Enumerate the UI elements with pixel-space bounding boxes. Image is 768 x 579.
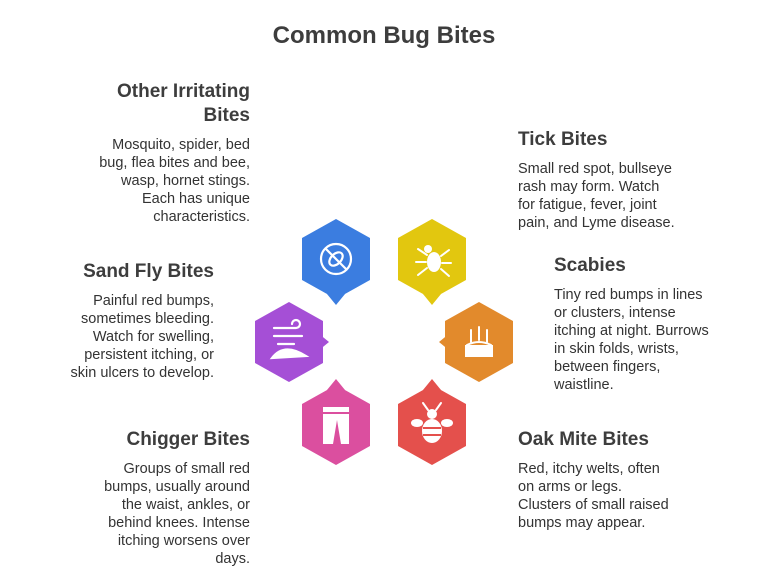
- heading-sand-fly-bites: Sand Fly Bites: [83, 261, 214, 282]
- hex-shape-sand-fly-bites: [255, 302, 323, 382]
- hex-pointer-sand-fly-bites: [318, 333, 329, 351]
- tick-icon: [415, 245, 452, 277]
- text-block-scabies: Scabies Tiny red bumps in lines or clust…: [554, 254, 754, 394]
- hex-pointer-scabies: [439, 333, 450, 351]
- description-oak-mite-bites: Red, itchy welts, often on arms or legs.…: [518, 461, 669, 531]
- heading-oak-mite-bites: Oak Mite Bites: [518, 429, 649, 450]
- description-sand-fly-bites: Painful red bumps, sometimes bleeding. W…: [70, 293, 214, 381]
- description-other-bites: Mosquito, spider, bed bug, flea bites an…: [99, 137, 250, 225]
- sand-wind-icon: [269, 318, 310, 360]
- text-block-other-bites: Other Irritating Bites Mosquito, spider,…: [30, 80, 250, 226]
- no-bug-icon: [319, 242, 353, 276]
- description-scabies: Tiny red bumps in lines or clusters, int…: [554, 287, 709, 393]
- heading-other-bites: Other Irritating Bites: [116, 81, 250, 126]
- hex-chigger-bites: [302, 379, 370, 465]
- text-block-tick-bites: Tick Bites Small red spot, bullseye rash…: [518, 128, 748, 232]
- hex-pointer-oak-mite-bites: [423, 379, 441, 390]
- text-block-sand-fly-bites: Sand Fly Bites Painful red bumps, someti…: [4, 260, 214, 382]
- description-tick-bites: Small red spot, bullseye rash may form. …: [518, 161, 675, 231]
- heading-tick-bites: Tick Bites: [518, 129, 608, 150]
- description-chigger-bites: Groups of small red bumps, usually aroun…: [104, 461, 250, 567]
- bee-stripes: [423, 427, 441, 436]
- pants-icon: [323, 407, 349, 444]
- hex-oak-mite-bites: [398, 379, 466, 465]
- page-title: Common Bug Bites: [272, 22, 496, 49]
- bee-icon: [411, 402, 453, 443]
- heading-scabies: Scabies: [554, 255, 626, 276]
- heading-chigger-bites: Chigger Bites: [126, 429, 250, 450]
- hex-other-bites: [302, 219, 370, 305]
- hex-pointer-chigger-bites: [327, 379, 345, 390]
- skin-icon: [465, 326, 493, 357]
- hex-pointer-other-bites: [327, 294, 345, 305]
- hex-sand-fly-bites: [255, 302, 329, 382]
- hex-tick-bites: [398, 219, 466, 305]
- hex-pointer-tick-bites: [423, 294, 441, 305]
- text-block-oak-mite-bites: Oak Mite Bites Red, itchy welts, often o…: [518, 428, 738, 532]
- hex-scabies: [439, 302, 513, 382]
- text-block-chigger-bites: Chigger Bites Groups of small red bumps,…: [30, 428, 250, 568]
